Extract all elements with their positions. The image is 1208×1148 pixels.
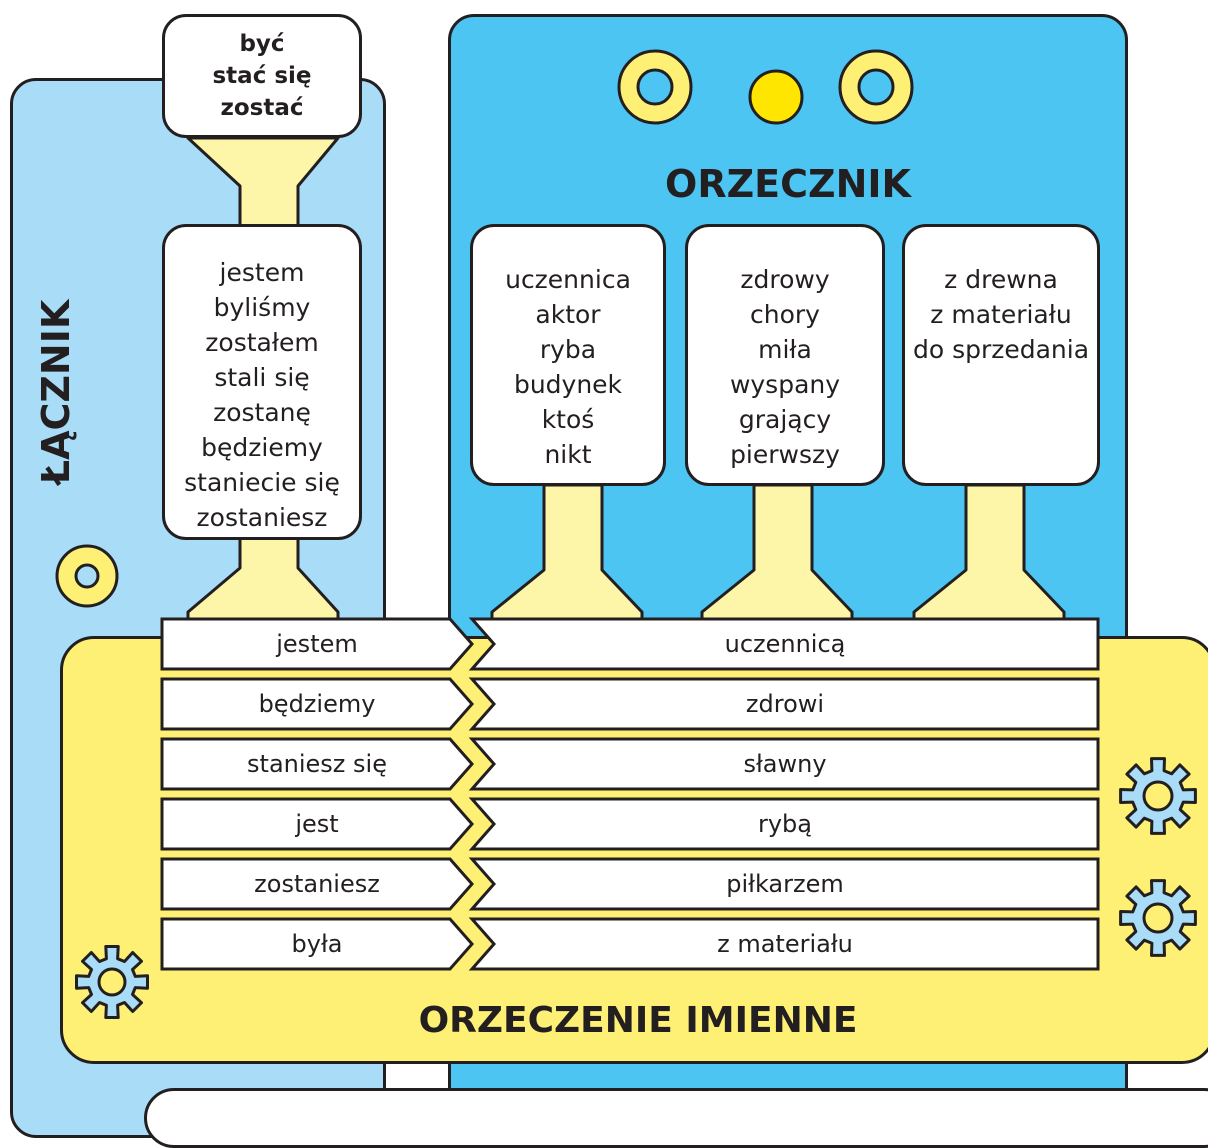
orzecznik-column-1: uczennica aktor ryba budynek ktoś nikt xyxy=(470,224,666,486)
list-item: zostać xyxy=(220,95,304,121)
list-item: miła xyxy=(758,335,812,364)
list-item: z drewna xyxy=(944,265,1058,294)
list-item: stać się xyxy=(212,63,312,89)
row-lacznik-label: zostaniesz xyxy=(254,870,380,898)
row-lacznik-label: jest xyxy=(295,810,339,838)
row-orzecznik-label: uczennicą xyxy=(724,630,846,658)
row-orzecznik-label: rybą xyxy=(757,810,812,838)
list-item: wyspany xyxy=(729,370,841,399)
list-item: zostałem xyxy=(205,328,319,357)
rows-layer xyxy=(75,617,1197,1019)
list-item: staniecie się xyxy=(184,468,340,497)
orzecznik-column-3: z drewna z materiału do sprzedania xyxy=(902,224,1100,486)
row-orzecznik-label: piłkarzem xyxy=(726,870,844,898)
table-row xyxy=(160,917,1100,971)
list-item: ryba xyxy=(539,335,597,364)
list-item: będziemy xyxy=(201,433,323,462)
table-row xyxy=(160,617,1100,671)
list-item: grający xyxy=(738,405,832,434)
orzecznik-title: ORZECZNIK xyxy=(665,162,911,206)
row-lacznik-label: staniesz się xyxy=(247,750,387,778)
table-row xyxy=(160,737,1100,791)
gear-icon xyxy=(75,945,149,1019)
list-item: chory xyxy=(750,300,820,329)
table-row xyxy=(160,677,1100,731)
orzecznik-column-2: zdrowy chory miła wyspany grający pierws… xyxy=(685,224,885,486)
list-item: zostanę xyxy=(213,398,311,427)
list-item: uczennica xyxy=(505,265,631,294)
row-orzecznik-label: z materiału xyxy=(717,930,853,958)
row-lacznik-label: była xyxy=(291,930,343,958)
ring-icon xyxy=(838,49,914,125)
gear-icon xyxy=(1119,879,1197,957)
ring-icon xyxy=(617,49,693,125)
orzeczenie-imienne-title: ORZECZENIE IMIENNE xyxy=(418,1000,858,1041)
list-item: budynek xyxy=(513,370,623,399)
row-orzecznik-label: zdrowi xyxy=(745,690,825,718)
decorations-layer xyxy=(55,49,1066,624)
row-lacznik-label: będziemy xyxy=(258,690,376,718)
table-row xyxy=(160,857,1100,911)
list-item: aktor xyxy=(535,300,601,329)
list-item: z materiału xyxy=(930,300,1072,329)
lacznik-base-box: być stać się zostać xyxy=(162,14,362,138)
row-orzecznik-label: sławny xyxy=(743,750,827,778)
row-lacznik-label: jestem xyxy=(276,630,358,658)
lacznik-title: ŁĄCZNIK xyxy=(34,299,78,485)
list-item: do sprzedania xyxy=(912,335,1090,364)
list-item: byliśmy xyxy=(213,293,311,322)
table-row xyxy=(160,797,1100,851)
list-item: jestem xyxy=(219,258,305,287)
list-item: stali się xyxy=(214,363,310,392)
list-item: zdrowy xyxy=(740,265,830,294)
dot-icon xyxy=(748,69,804,125)
list-item: zostaniesz xyxy=(196,503,328,532)
lacznik-forms-box: jestem byliśmy zostałem stali się zostan… xyxy=(162,224,362,540)
list-item: być xyxy=(239,31,285,57)
list-item: ktoś xyxy=(541,405,595,434)
list-item: pierwszy xyxy=(730,440,840,469)
ring-icon xyxy=(55,544,119,608)
list-item: nikt xyxy=(544,440,592,469)
gear-icon xyxy=(1119,757,1197,835)
